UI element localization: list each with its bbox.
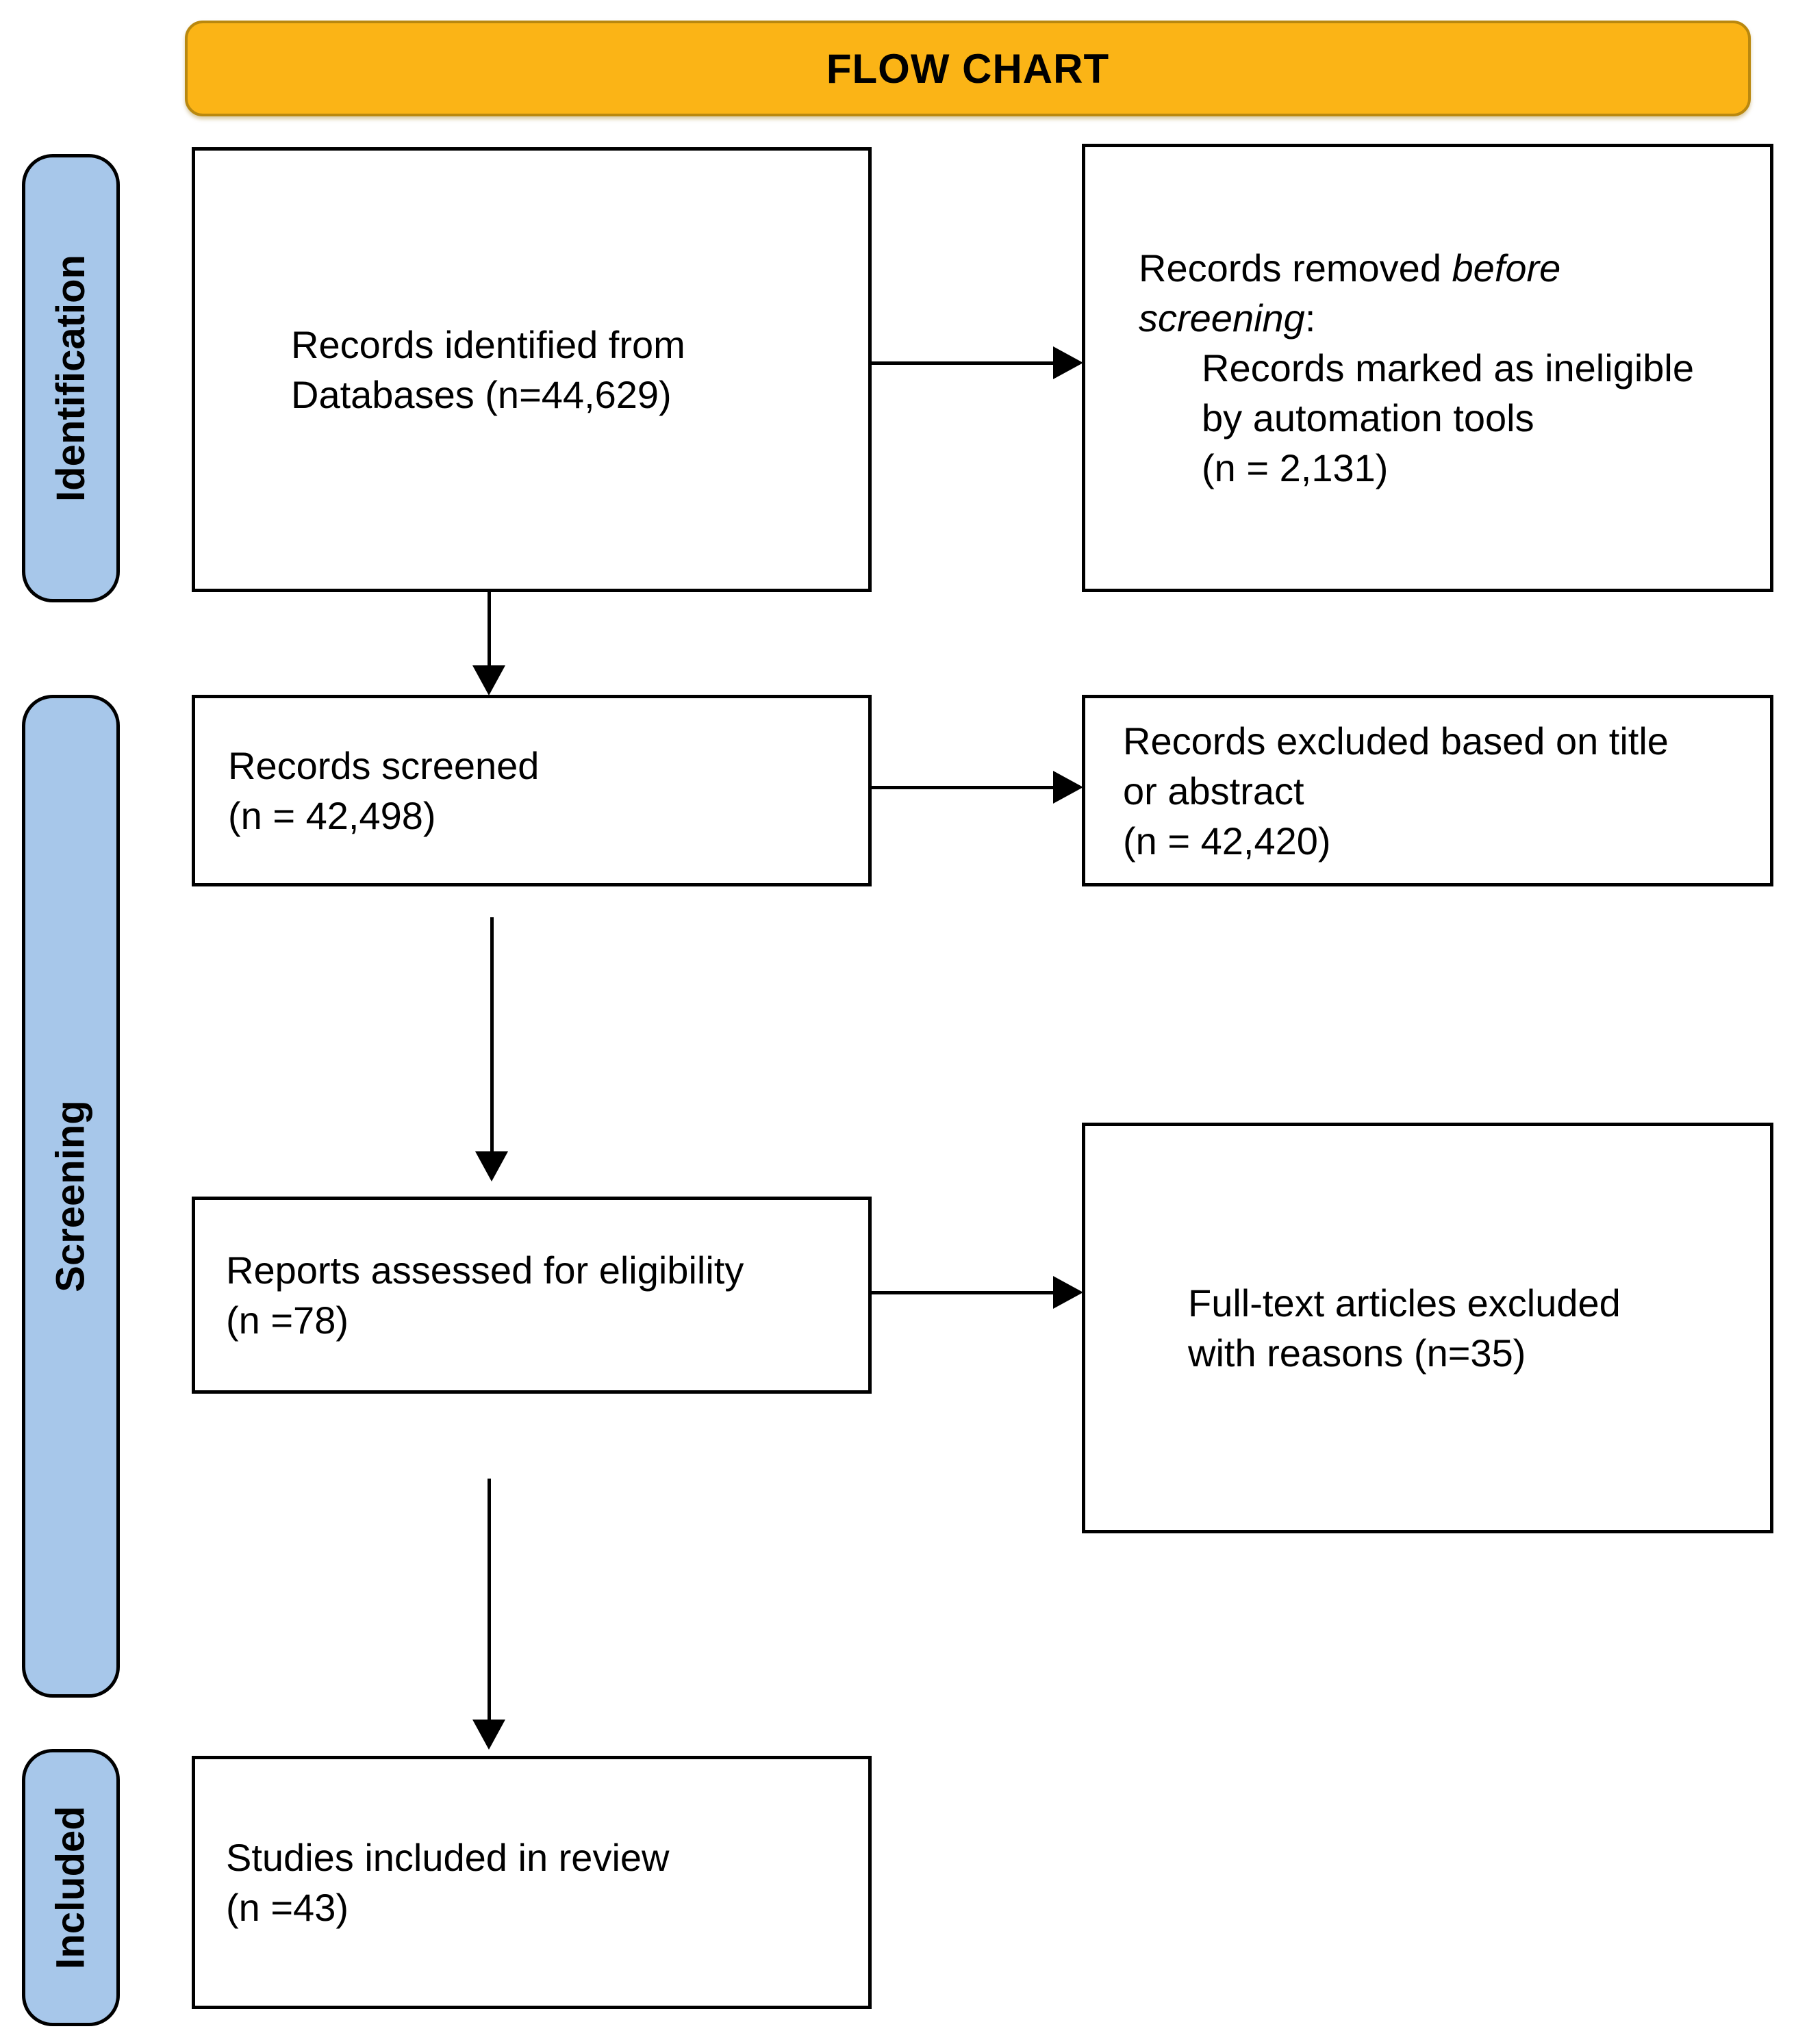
box-records-removed-item: (n = 2,131) <box>1202 446 1389 489</box>
box-fulltext-excluded-line: with reasons (n=35) <box>1188 1331 1526 1375</box>
box-records-removed: Records removed before screening: Record… <box>1082 144 1773 592</box>
box-records-screened-line: (n = 42,498) <box>228 794 436 837</box>
box-studies-included: Studies included in review (n =43) <box>192 1756 872 2009</box>
arrow-down-icon <box>475 1151 508 1181</box>
box-records-excluded-line: or abstract <box>1123 769 1304 813</box>
box-records-screened: Records screened (n = 42,498) <box>192 695 872 886</box>
arrow-identified-to-screened-stem <box>488 591 491 667</box>
box-records-removed-item: by automation tools <box>1202 396 1534 439</box>
box-fulltext-excluded: Full-text articles excluded with reasons… <box>1082 1123 1773 1533</box>
box-reports-assessed: Reports assessed for eligibility (n =78) <box>192 1197 872 1394</box>
box-records-screened-line: Records screened <box>228 744 540 787</box>
stage-screening-label: Screening <box>49 1100 93 1292</box>
box-reports-assessed-line: (n =78) <box>226 1299 349 1342</box>
box-records-excluded-line: Records excluded based on title <box>1123 719 1669 763</box>
stage-included-label: Included <box>49 1806 93 1969</box>
box-reports-assessed-line: Reports assessed for eligibility <box>226 1249 744 1292</box>
removed-text-colon: : <box>1304 296 1316 340</box>
stage-included: Included <box>22 1749 120 2026</box>
arrow-right-icon <box>1053 771 1083 804</box>
box-records-removed-item: Records marked as ineligible <box>1202 346 1695 389</box>
arrow-down-icon <box>472 1720 505 1750</box>
arrow-screened-to-excluded-stem <box>872 786 1055 789</box>
arrow-right-icon <box>1053 346 1083 379</box>
stage-identification: Identification <box>22 154 120 602</box>
arrow-screened-to-assessed-stem <box>490 917 494 1153</box>
box-records-identified-line: Databases (n=44,629) <box>291 373 672 416</box>
stage-identification-label: Identification <box>49 255 94 502</box>
removed-text-italic-screening: screening <box>1139 296 1305 340</box>
flow-chart-title-banner: FLOW CHART <box>185 21 1751 116</box>
flow-chart-title: FLOW CHART <box>826 45 1110 92</box>
box-records-identified-line: Records identified from <box>291 323 685 366</box>
box-fulltext-excluded-line: Full-text articles excluded <box>1188 1281 1621 1325</box>
arrow-assessed-to-fulltext-stem <box>872 1291 1055 1294</box>
arrow-down-icon <box>472 665 505 695</box>
arrow-assessed-to-included-stem <box>488 1479 491 1722</box>
box-records-removed-line: screening: <box>1139 293 1770 343</box>
box-studies-included-line: (n =43) <box>226 1886 349 1929</box>
arrow-identified-to-removed-stem <box>872 361 1055 365</box>
box-records-identified: Records identified from Databases (n=44,… <box>192 147 872 592</box>
stage-screening: Screening <box>22 695 120 1698</box>
box-records-removed-line: Records removed before <box>1139 243 1770 293</box>
box-studies-included-line: Studies included in review <box>226 1836 670 1879</box>
box-records-excluded: Records excluded based on title or abstr… <box>1082 695 1773 886</box>
box-records-excluded-line: (n = 42,420) <box>1123 819 1331 863</box>
removed-text-regular: Records removed <box>1139 246 1452 290</box>
removed-text-italic-before: before <box>1452 246 1561 290</box>
arrow-right-icon <box>1053 1276 1083 1309</box>
